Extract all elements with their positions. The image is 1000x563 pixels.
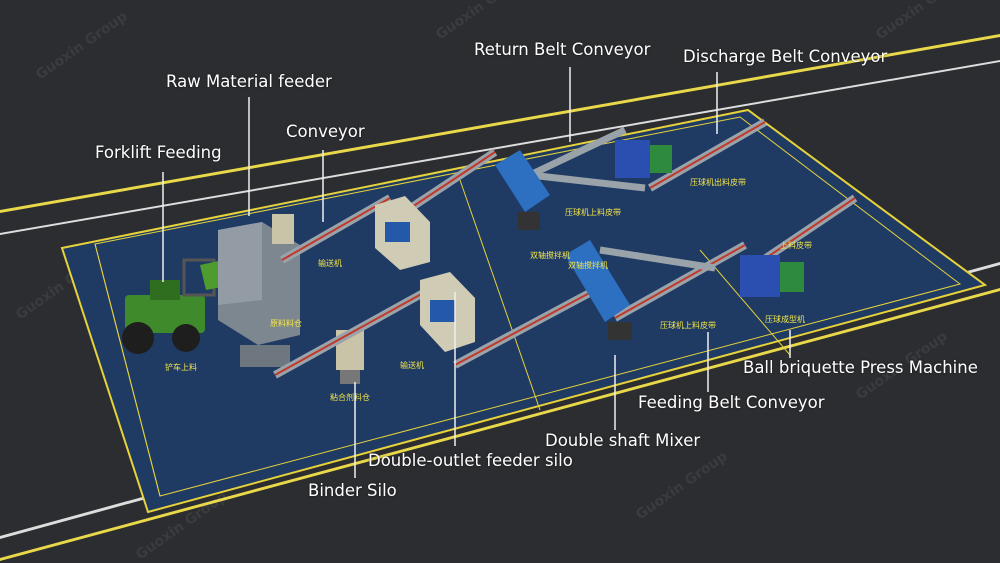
label-conveyor: Conveyor [286, 122, 365, 141]
road-dash-line [0, 60, 1000, 235]
label-discharge-belt-conveyor: Discharge Belt Conveyor [683, 47, 888, 66]
floor-label-conveyor-a: 输送机 [318, 258, 342, 268]
svg-text:Guoxin Group: Guoxin Group [633, 448, 730, 523]
floor-label-binder-silo: 粘合剂料仓 [330, 392, 370, 402]
discharge-belt-conveyor [648, 118, 767, 192]
conveyor-to-mixer-lower [453, 278, 612, 369]
double-outlet-feeder-silo-lower [420, 272, 475, 352]
callout-lines [162, 67, 791, 478]
floor-line [459, 179, 541, 411]
label-double-outlet-feeder-silo: Double-outlet feeder silo [368, 451, 573, 470]
discharge-belt-lower [757, 194, 858, 266]
double-outlet-feeder-silo-upper [375, 196, 430, 270]
ball-briquette-press-lower [740, 255, 804, 297]
ball-briquette-press-upper [615, 140, 672, 178]
floor-label-forklift: 铲车上料 [165, 362, 197, 372]
label-binder-silo: Binder Silo [308, 481, 397, 500]
floor-label-mixer-lower: 双轴搅拌机 [530, 250, 570, 260]
floor-label-conveyor: 输送机 [400, 360, 424, 370]
floor-line [94, 243, 161, 497]
small-hopper [272, 214, 294, 244]
feeding-belt-conveyor [613, 241, 747, 322]
raw-material-hopper [218, 222, 300, 367]
road-edge-line [0, 288, 1000, 561]
label-feeding-belt-conveyor: Feeding Belt Conveyor [638, 393, 825, 412]
svg-text:Guoxin Group: Guoxin Group [433, 0, 530, 43]
double-shaft-mixer-lower [565, 240, 632, 340]
conveyor-lower-a [273, 288, 427, 379]
label-return-belt-conveyor: Return Belt Conveyor [474, 40, 651, 59]
floor-label-mixer-upper: 双轴搅拌机 [568, 260, 608, 270]
floor-label-belt-mid: 上料皮带 [780, 240, 812, 250]
label-forklift-feeding: Forklift Feeding [95, 143, 222, 162]
road-edge-line [0, 34, 1000, 213]
return-belt-lower [599, 246, 716, 272]
floor-label-raw-silo: 原料料仓 [270, 318, 302, 328]
floor-label-press-conveyor-lower: 压球机上料皮带 [660, 320, 716, 330]
svg-text:Guoxin Group: Guoxin Group [33, 8, 130, 83]
label-double-shaft-mixer: Double shaft Mixer [545, 431, 701, 450]
label-ball-briquette-press-machine: Ball briquette Press Machine [743, 358, 978, 377]
floor-label-press-lower: 压球成型机 [765, 314, 805, 324]
floor-label-press-discharge-upper: 压球机出料皮带 [690, 177, 746, 187]
return-belt-conveyor [528, 126, 646, 192]
svg-text:Guoxin Group: Guoxin Group [873, 0, 970, 43]
conveyor-upper-a [280, 194, 392, 264]
label-raw-material-feeder: Raw Material feeder [166, 72, 332, 91]
conveyor-to-mixer-upper [397, 148, 498, 219]
double-shaft-mixer-upper [495, 150, 550, 230]
floor-label-press-conveyor-upper: 压球机上料皮带 [565, 207, 621, 217]
